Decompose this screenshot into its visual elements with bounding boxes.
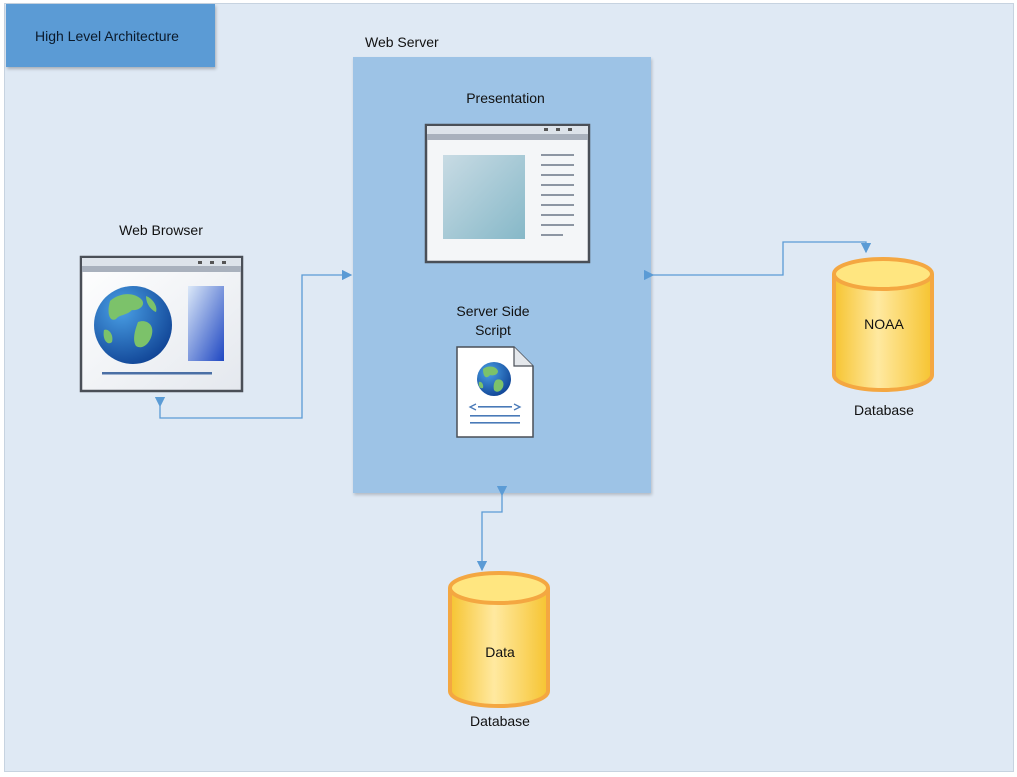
data-db-name-overlay: Data: [485, 644, 515, 660]
noaa-database-icon: [832, 257, 934, 392]
script-document-globe-icon: [456, 346, 534, 438]
browser-server-connector: [154, 269, 353, 419]
data-database-icon: [448, 571, 550, 708]
noaa-db-caption: Database: [854, 402, 914, 418]
title-box: High Level Architecture: [6, 4, 215, 67]
presentation-label: Presentation: [466, 90, 545, 106]
server-side-script-label-line1: Server Side: [456, 303, 530, 319]
web-browser-label: Web Browser: [119, 222, 203, 238]
server-data-connector: [476, 485, 508, 572]
web-server-label: Web Server: [365, 34, 439, 50]
presentation-window-icon: [424, 123, 591, 264]
server-side-script-label-line2: Script: [475, 322, 511, 338]
browser-window-globe-icon: [79, 255, 244, 393]
noaa-db-name-overlay: NOAA: [864, 316, 904, 332]
diagram-title: High Level Architecture: [35, 28, 179, 44]
server-noaa-connector: [643, 241, 872, 281]
data-db-caption: Database: [470, 713, 530, 729]
